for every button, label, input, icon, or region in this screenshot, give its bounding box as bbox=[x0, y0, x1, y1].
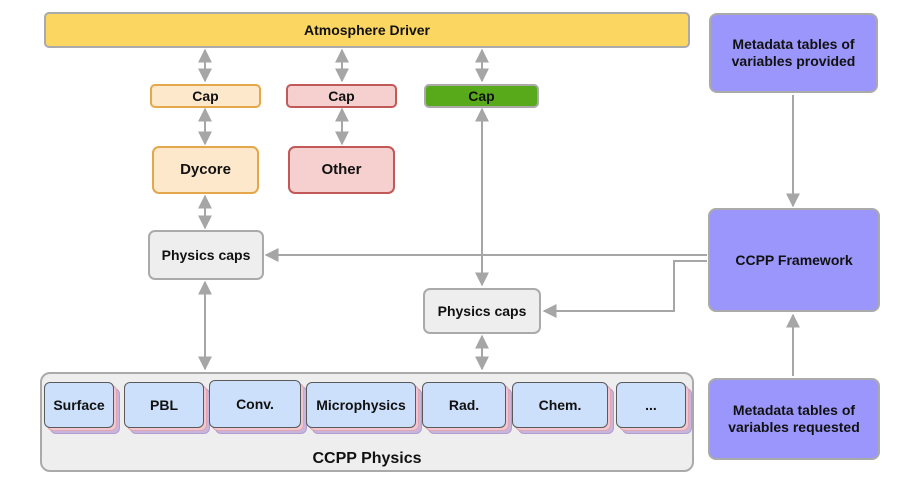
other-label: Other bbox=[321, 161, 362, 178]
module-stack-layer bbox=[124, 382, 204, 428]
metadata-provided-box: Metadata tables of variables provided bbox=[709, 13, 878, 93]
module-stack-layer bbox=[512, 382, 608, 428]
dycore-box: Dycore bbox=[152, 146, 259, 194]
ccpp-framework-label: CCPP Framework bbox=[735, 251, 853, 268]
physics-module-label: Conv. bbox=[236, 396, 274, 412]
physics-module: Rad. bbox=[422, 382, 512, 434]
physics-module: Surface bbox=[44, 382, 120, 434]
cap-other-box: Cap bbox=[286, 84, 397, 108]
ccpp-framework-box: CCPP Framework bbox=[708, 208, 880, 312]
module-stack-layer bbox=[616, 382, 686, 428]
module-stack-layer bbox=[306, 382, 416, 428]
physics-module: Chem. bbox=[512, 382, 614, 434]
physics-caps-box-2: Physics caps bbox=[423, 288, 541, 334]
module-stack-layer bbox=[209, 380, 301, 428]
ccpp-physics-title: CCPP Physics bbox=[312, 450, 422, 467]
physics-module-label: Surface bbox=[53, 397, 105, 413]
physics-module-label: Rad. bbox=[448, 397, 480, 413]
cap-physics-box: Cap bbox=[424, 84, 539, 108]
physics-module-label: ... bbox=[645, 397, 657, 413]
physics-module-label: Chem. bbox=[538, 397, 582, 413]
physics-module: Microphysics bbox=[306, 382, 422, 434]
physics-caps-label: Physics caps bbox=[437, 302, 527, 319]
physics-module: PBL bbox=[124, 382, 210, 434]
cap-label: Cap bbox=[192, 87, 219, 104]
module-stack-layer bbox=[44, 382, 114, 428]
cap-label: Cap bbox=[328, 87, 355, 104]
physics-caps-box-1: Physics caps bbox=[148, 230, 264, 280]
physics-caps-label: Physics caps bbox=[161, 246, 251, 263]
physics-module-label: Microphysics bbox=[316, 397, 406, 413]
physics-module: Conv. bbox=[209, 380, 307, 434]
metadata-provided-label: Metadata tables of variables provided bbox=[731, 36, 856, 69]
physics-module-label: PBL bbox=[150, 397, 178, 413]
cap-label: Cap bbox=[468, 87, 495, 104]
metadata-requested-box: Metadata tables of variables requested bbox=[708, 378, 880, 460]
module-stack-layer bbox=[422, 382, 506, 428]
dycore-label: Dycore bbox=[180, 161, 231, 178]
metadata-requested-label: Metadata tables of variables requested bbox=[728, 402, 860, 435]
cap-dycore-box: Cap bbox=[150, 84, 261, 108]
physics-module: ... bbox=[616, 382, 692, 434]
arrow-framework-physcaps2 bbox=[542, 260, 707, 318]
atmosphere-driver-box: Atmosphere Driver bbox=[44, 12, 690, 48]
atmosphere-driver-label: Atmosphere Driver bbox=[303, 21, 431, 38]
other-box: Other bbox=[288, 146, 395, 194]
